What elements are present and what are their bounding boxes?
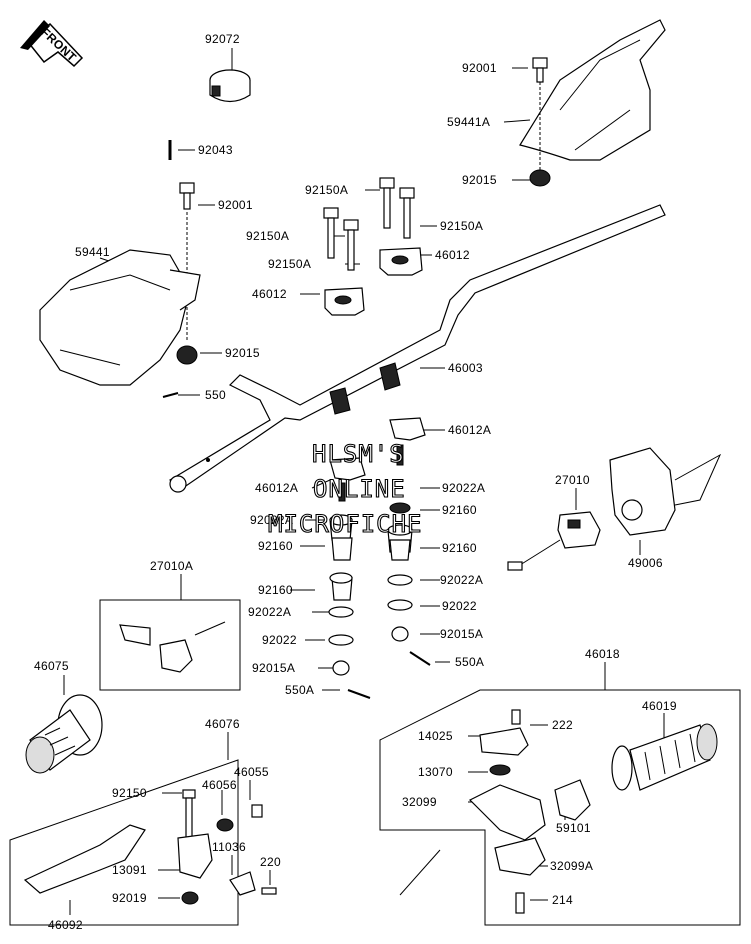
watermark-line-2: ONLINE [313,475,406,503]
label-92160-3: 92160 [442,541,477,555]
part-92015-nut-a [529,169,551,187]
part-46075-grip [25,694,103,774]
watermark-line-3: MICROFICHE [268,510,423,538]
label-92022A-4: 92022A [248,605,291,619]
label-92001-b: 92001 [218,198,253,212]
label-46012-b: 46012 [252,287,287,301]
part-46012A-clamps [329,417,426,502]
part-92001-bolt-a [532,57,548,83]
watermark-line-1: HLSM'S [312,440,405,468]
label-92150A-2: 92150A [440,219,483,233]
box-46076 [9,759,239,926]
label-27010A: 27010A [150,559,193,573]
part-92150A-bolts [323,177,415,271]
label-92022A-1: 92022A [442,481,485,495]
label-46012-a: 46012 [435,248,470,262]
label-550: 550 [205,388,226,402]
label-46019: 46019 [642,699,677,713]
part-49006-housing [609,447,722,536]
part-dampers-right [387,502,431,666]
label-49006: 49006 [628,556,663,570]
label-59441A: 59441A [447,115,490,129]
label-92043: 92043 [198,143,233,157]
label-11036: 11036 [212,840,246,854]
label-32099: 32099 [402,795,437,809]
label-92015A-2: 92015A [252,661,295,675]
label-13070: 13070 [418,765,453,779]
label-92150: 92150 [112,786,147,800]
part-59441A-handguard [519,19,666,170]
label-92022A-3: 92022A [440,573,483,587]
label-46018: 46018 [585,647,620,661]
label-46055: 46055 [234,765,269,779]
part-labels: 92072 92001 59441A 92015 92043 92001 921… [34,32,677,932]
label-92072: 92072 [205,32,240,46]
label-13091: 13091 [112,863,147,877]
part-46003-handlebar [169,204,666,493]
part-46019-grip [611,723,718,791]
label-46012A-1: 46012A [448,423,491,437]
part-92015-nut-b [176,345,198,365]
part-59441-handguard [39,249,201,386]
label-27010: 27010 [555,473,590,487]
label-92160-4: 92160 [258,583,293,597]
part-92001-bolt-b [179,182,195,340]
part-27010A-switch [119,621,226,673]
part-46012-clamps [324,247,423,316]
label-92022A-2: 92022A [250,513,293,527]
label-222: 222 [552,718,573,732]
label-92150A-3: 92150A [246,229,289,243]
label-92150A-4: 92150A [268,257,311,271]
part-92072-collar [209,69,251,103]
leader-lines [63,48,665,915]
label-92015A-1: 92015A [440,627,483,641]
label-92015-b: 92015 [225,346,260,360]
label-46075: 46075 [34,659,69,673]
label-92022-2: 92022 [262,633,297,647]
label-550A-2: 550A [285,683,314,697]
label-32099A: 32099A [550,859,593,873]
label-550A-1: 550A [455,655,484,669]
part-550-clip [162,392,179,398]
label-46056: 46056 [202,778,237,792]
label-92015-a: 92015 [462,173,497,187]
box-27010A [99,599,241,691]
part-throttle-assembly [468,709,591,914]
label-92160-1: 92160 [442,503,477,517]
label-92019: 92019 [112,891,147,905]
label-92150A-1: 92150A [305,183,348,197]
label-92001-a: 92001 [462,61,497,75]
label-46012A-2: 46012A [255,481,298,495]
label-220: 220 [260,855,281,869]
box-46018 [379,689,741,926]
watermark: HLSM'S ONLINE MICROFICHE [267,439,423,538]
label-92160-2: 92160 [258,539,293,553]
label-46003: 46003 [448,361,483,375]
label-59441: 59441 [75,245,110,259]
front-arrow-icon: FRONT [20,20,84,68]
label-14025: 14025 [418,729,453,743]
part-lever-assembly [23,789,277,905]
label-59101: 59101 [556,821,591,835]
part-dampers-left [328,514,371,699]
label-46076: 46076 [205,717,240,731]
label-46092: 46092 [48,918,83,932]
part-27010-switch [507,511,601,571]
label-92022-1: 92022 [442,599,477,613]
label-214: 214 [552,893,573,907]
